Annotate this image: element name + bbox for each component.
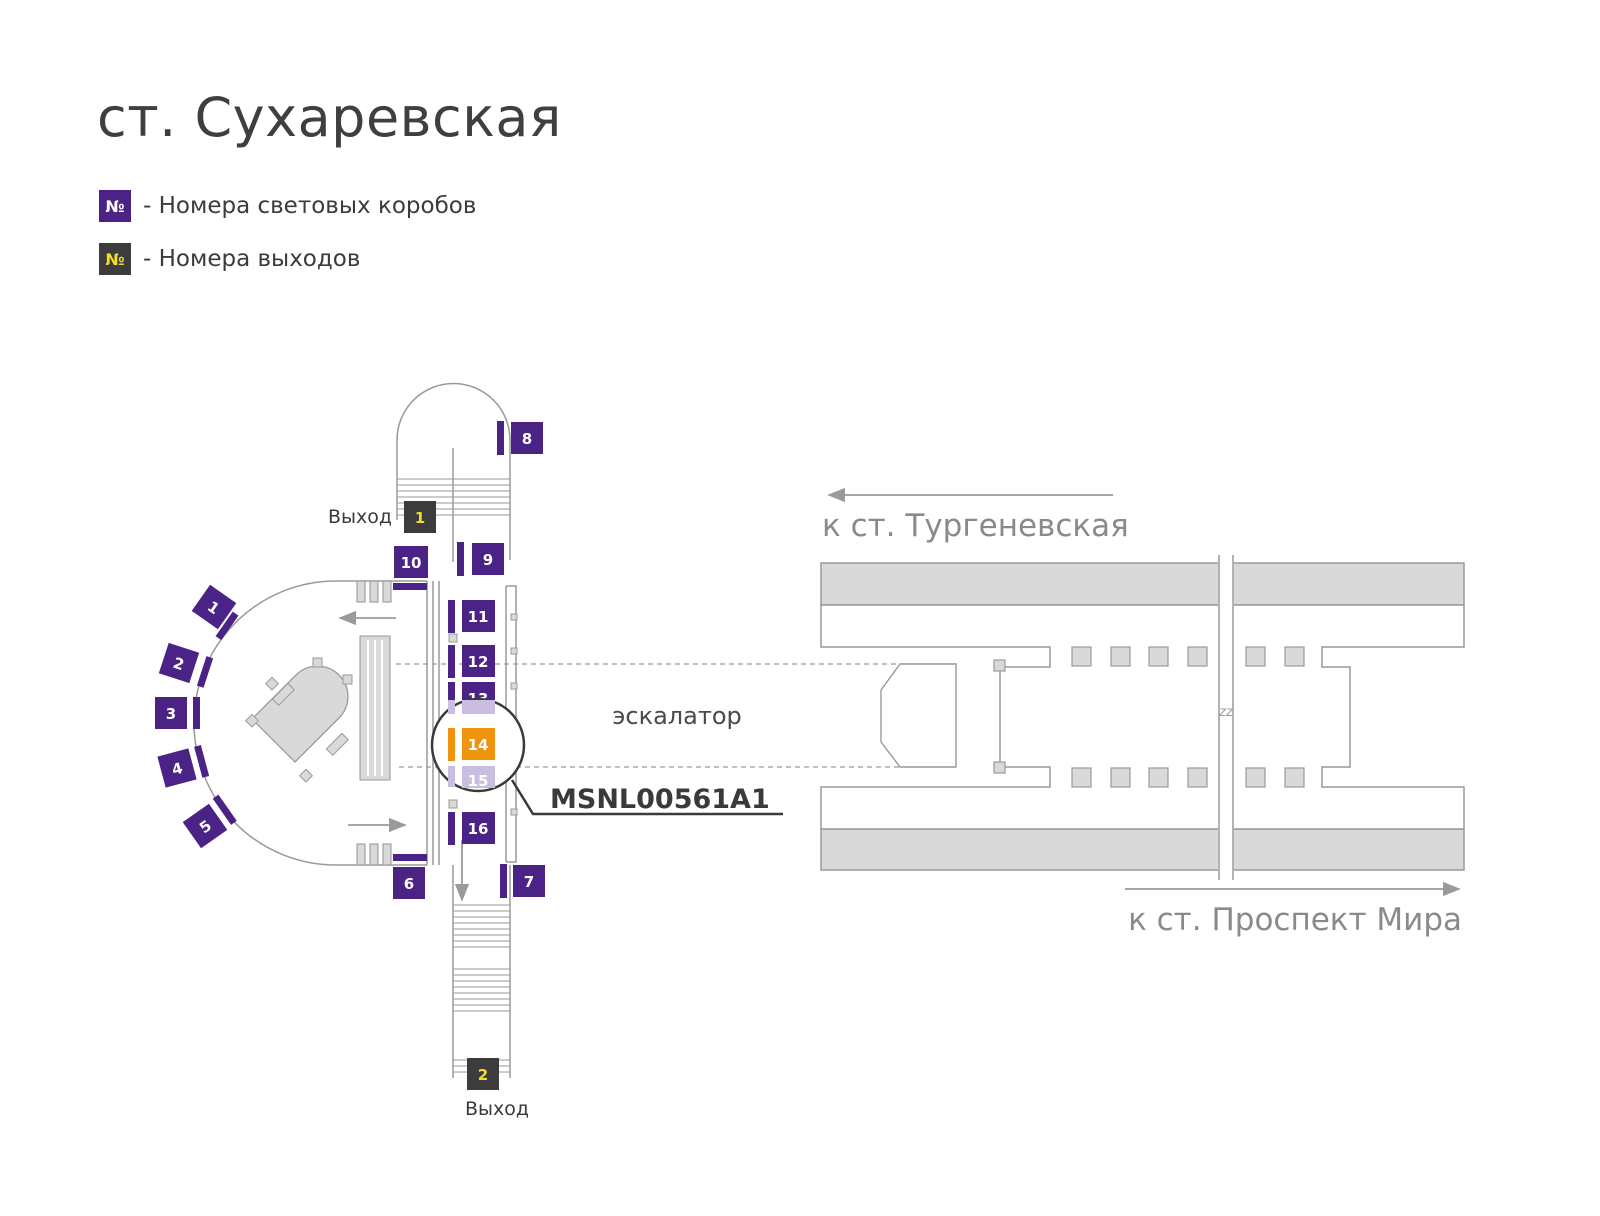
platform-columns	[993, 646, 1305, 788]
svg-text:14: 14	[468, 736, 489, 754]
callout-code: MSNL00561A1	[550, 784, 770, 815]
svg-text:15: 15	[468, 772, 489, 790]
track-bottom	[820, 828, 1465, 871]
legend-lightbox-text: - Номера световых коробов	[143, 193, 477, 219]
lobby-booth	[244, 657, 353, 783]
lightbox-badge-icon: №	[99, 190, 131, 222]
exit-2-label: Выход	[465, 1098, 529, 1120]
exit-1-badge	[404, 501, 436, 533]
svg-text:9: 9	[483, 551, 493, 569]
lightboxes: 1 2 3 4 5 6 7	[155, 421, 545, 899]
svg-text:10: 10	[401, 554, 422, 572]
break-mark: zz	[1218, 705, 1234, 720]
lightbox-7[interactable]: 7	[500, 864, 545, 898]
turnstiles	[356, 580, 392, 866]
lightbox-14-highlighted[interactable]: 14	[448, 728, 495, 761]
lightbox-15-faded[interactable]: 15	[448, 766, 495, 790]
svg-text:7: 7	[524, 873, 534, 891]
svg-text:12: 12	[468, 653, 489, 671]
lightbox-10[interactable]: 10	[393, 546, 428, 590]
lightbox-12[interactable]: 12	[448, 645, 495, 678]
exit-2[interactable]: 2 Выход	[465, 1058, 529, 1120]
exit-1[interactable]: Выход 1	[328, 501, 436, 533]
lightbox-1[interactable]: 1	[188, 584, 244, 641]
callout: MSNL00561A1	[510, 779, 783, 816]
svg-text:3: 3	[166, 705, 176, 723]
escalator-label: эскалатор	[612, 702, 742, 730]
lightbox-2[interactable]: 2	[158, 642, 214, 688]
top-stairs	[397, 478, 510, 516]
svg-text:8: 8	[522, 430, 532, 448]
legend-exit-text: - Номера выходов	[143, 246, 361, 272]
bottom-stairs	[453, 904, 510, 1073]
direction-bottom-label: к ст. Проспект Мира	[1128, 902, 1462, 938]
station-title: ст. Сухаревская	[97, 86, 562, 149]
lightbox-16[interactable]: 16	[448, 812, 495, 845]
highlight-magnifier: 14 15	[430, 697, 526, 793]
escalator-tunnel: эскалатор	[396, 663, 957, 768]
direction-top-label: к ст. Тургеневская	[822, 508, 1129, 544]
lightbox-4[interactable]: 4	[157, 745, 210, 788]
legend-exit: № - Номера выходов	[99, 243, 360, 275]
lightbox-5[interactable]: 5	[182, 794, 238, 849]
platform-structure: zz	[820, 555, 1465, 880]
svg-text:2: 2	[478, 1066, 488, 1084]
escalator-shafts	[359, 635, 391, 781]
svg-text:6: 6	[404, 875, 414, 893]
lightbox-11[interactable]: 11	[448, 600, 495, 633]
exit-2-badge	[467, 1058, 499, 1090]
track-top	[820, 562, 1465, 606]
exit-badge-icon: №	[99, 243, 131, 275]
exit-1-label: Выход	[328, 506, 392, 528]
direction-top: к ст. Тургеневская	[822, 487, 1129, 544]
direction-bottom: к ст. Проспект Мира	[1125, 881, 1462, 938]
lightbox-3[interactable]: 3	[155, 697, 200, 729]
legend-lightbox: № - Номера световых коробов	[99, 190, 476, 222]
lightbox-13-partial	[448, 700, 495, 714]
lightbox-8[interactable]: 8	[497, 421, 543, 455]
svg-text:16: 16	[468, 820, 489, 838]
lightbox-6[interactable]: 6	[393, 854, 427, 899]
svg-text:1: 1	[415, 509, 425, 527]
svg-text:4: 4	[170, 759, 185, 779]
svg-text:11: 11	[468, 608, 489, 626]
lightbox-9[interactable]: 9	[457, 542, 504, 576]
